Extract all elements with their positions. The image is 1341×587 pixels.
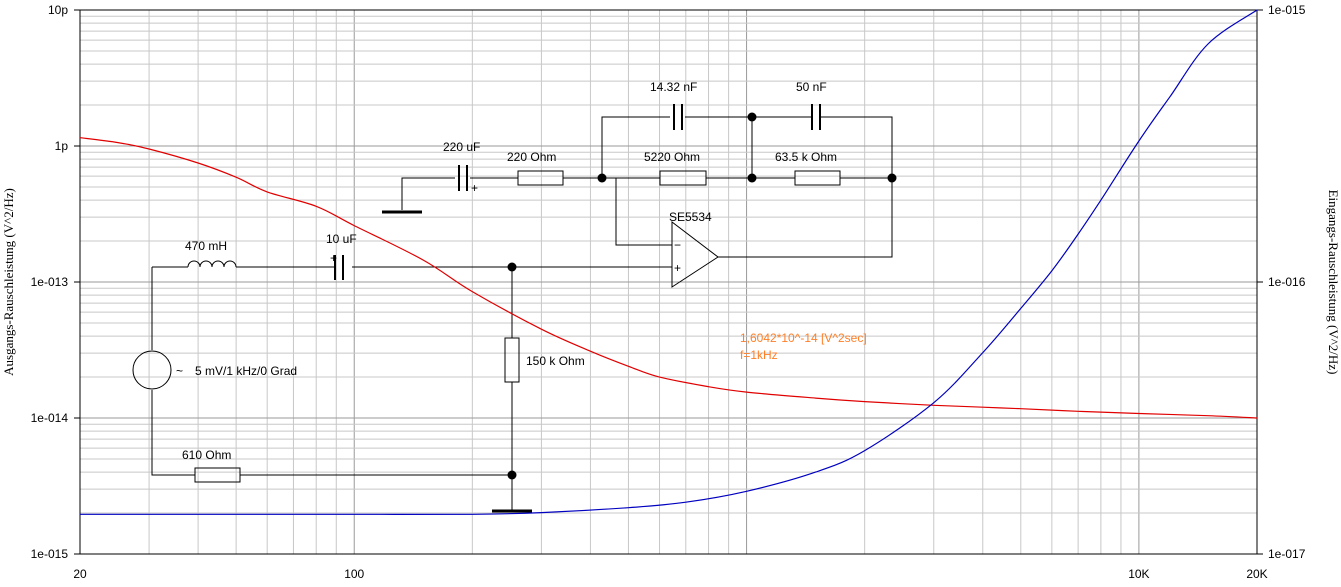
cap-50nf-symbol — [811, 104, 821, 130]
cap-ground-plus: + — [471, 181, 478, 195]
inductor-symbol — [187, 260, 237, 268]
wire-left-loop — [151, 267, 513, 476]
series-curves — [79, 9, 1258, 515]
label-cap-50nf: 50 nF — [796, 80, 827, 94]
opamp-plus: + — [674, 261, 681, 275]
annotation-noise-value: 1,6042*10^-14 [V^2sec] — [740, 331, 867, 345]
label-source: 5 mV/1 kHz/0 Grad — [195, 364, 297, 378]
resistor-220-symbol — [517, 170, 564, 186]
shunt-resistor-symbol — [504, 337, 520, 383]
y-tick-label-left: 1p — [55, 139, 69, 153]
y-tick-label-left: 10p — [48, 3, 68, 17]
label-cap-14nf: 14.32 nF — [650, 80, 697, 94]
x-tick-label: 20K — [1246, 567, 1267, 581]
resistor-5220-symbol — [659, 170, 707, 186]
y-tick-label-left: 1e-015 — [31, 547, 69, 561]
x-tick-label: 20 — [73, 567, 87, 581]
circuit-schematic — [132, 104, 897, 513]
label-cap-ground: 220 uF — [443, 140, 480, 154]
label-inductor: 470 mH — [185, 239, 227, 253]
label-opamp: SE5534 — [669, 210, 712, 224]
tick-labels: 20 100 10K 20K 1e-015 1e-014 1e-013 1p 10p 1e-017… — [31, 3, 1306, 581]
opamp-minus: − — [674, 238, 681, 252]
source-tilde: ~ — [176, 364, 183, 378]
label-r-220: 220 Ohm — [507, 150, 556, 164]
junction-dots — [507, 112, 897, 480]
y-tick-label-right: 1e-015 — [1268, 3, 1306, 17]
opamp-symbol — [615, 220, 719, 288]
label-r-series: 610 Ohm — [182, 448, 231, 462]
label-r-shunt: 150 k Ohm — [526, 354, 585, 368]
input-capacitor-symbol — [334, 255, 344, 280]
annotation-frequency: f=1kHz — [740, 348, 778, 362]
cap-14nf-symbol — [673, 104, 683, 130]
y-axis-title-left: Ausgangs-Rauschleistung (V^2/Hz) — [1, 188, 16, 376]
y-axis-title-right: Eingangs-Rauschleistung (V^2/Hz) — [1326, 190, 1341, 375]
grid — [79, 10, 1258, 555]
cap-input-plus: + — [330, 251, 337, 265]
label-r-63k: 63.5 k Ohm — [775, 150, 837, 164]
y-tick-label-left: 1e-013 — [31, 275, 69, 289]
y-tick-label-right: 1e-017 — [1268, 547, 1306, 561]
y-tick-label-right: 1e-016 — [1268, 275, 1306, 289]
resistor-63k-symbol — [794, 170, 841, 186]
x-tick-label: 100 — [344, 567, 364, 581]
wire-feedback-network — [401, 177, 892, 210]
voltage-source-symbol — [132, 350, 172, 390]
x-tick-label: 10K — [1128, 567, 1149, 581]
label-r-5220: 5220 Ohm — [644, 150, 700, 164]
y-tick-label-left: 1e-014 — [31, 411, 69, 425]
cap-220uf-symbol — [458, 165, 468, 191]
series-resistor-symbol — [194, 467, 241, 483]
series-output-noise-line — [79, 137, 1258, 419]
label-cap-input: 10 uF — [326, 232, 357, 246]
series-input-noise-line — [79, 9, 1258, 515]
wire-feedback-out — [718, 178, 893, 258]
